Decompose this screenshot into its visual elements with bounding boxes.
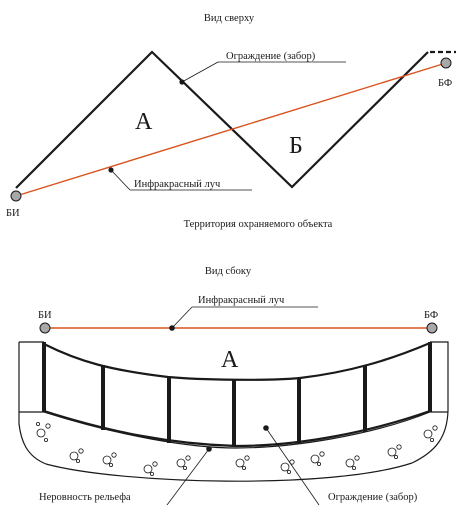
ground-right-edge: [411, 341, 449, 464]
emitter-label-top: БИ: [6, 208, 20, 219]
top-view-title: Вид сверху: [204, 13, 255, 24]
zone-a-side: А: [221, 347, 239, 373]
side-view-title: Вид сбоку: [205, 266, 252, 277]
receiver-sensor-side: [426, 322, 438, 334]
fence-label-top: Ограждение (забор): [226, 51, 316, 62]
fence-callout-leader-side: [265, 427, 320, 506]
zone-b-top: Б: [289, 133, 303, 159]
beam-label-top: Инфракрасный луч: [134, 179, 221, 190]
beam-label-side: Инфракрасный луч: [198, 295, 285, 306]
territory-label: Территория охраняемого объекта: [184, 219, 333, 230]
ground-section: [19, 342, 448, 482]
zone-a-top: А: [135, 109, 153, 135]
emitter-label-side: БИ: [38, 310, 52, 321]
infrared-beam-top: [15, 62, 447, 197]
emitter-sensor-side: [39, 322, 51, 334]
receiver-sensor-top: [440, 57, 452, 69]
relief-label: Неровность рельефа: [39, 492, 131, 503]
receiver-label-top: БФ: [438, 78, 452, 89]
fence-label-side: Ограждение (забор): [328, 492, 418, 503]
fence-top-rail: [43, 341, 431, 381]
beam-callout-leader-top: [110, 169, 131, 191]
top-view: Вид сверху БИ БФ Ограждение (забор) Инфр…: [6, 13, 456, 230]
fence-posts: [42, 342, 432, 446]
beam-callout-leader-side: [171, 306, 193, 329]
ground-left-edge: [18, 341, 47, 465]
ground-bottom: [45, 462, 413, 482]
side-view: Вид сбоку БИ БФ Инфракрасный луч: [18, 266, 449, 506]
fence-callout-leader-top: [181, 61, 219, 83]
soil-pebbles: [36, 421, 438, 476]
fence-line-top: [15, 50, 429, 189]
relief-callout-leader: [166, 448, 210, 506]
emitter-sensor-top: [10, 190, 22, 202]
receiver-label-side: БФ: [424, 310, 438, 321]
